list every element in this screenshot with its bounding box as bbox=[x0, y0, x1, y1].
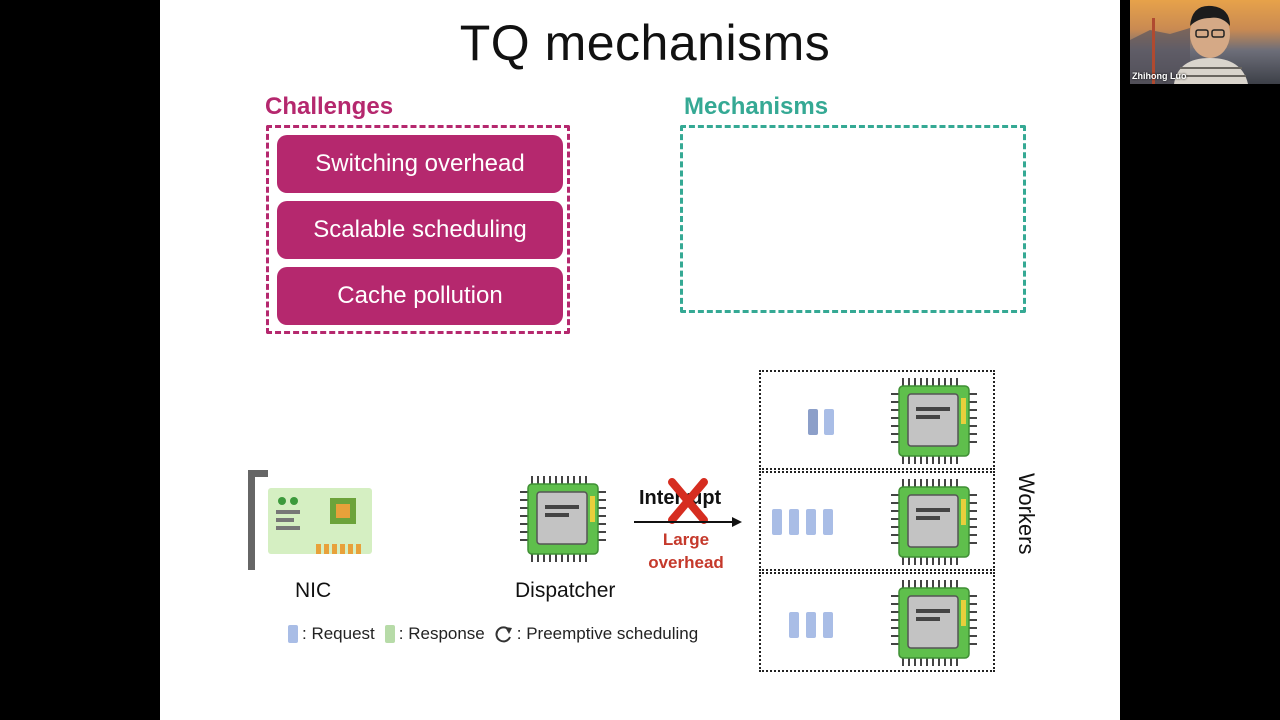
workers-group bbox=[759, 370, 995, 672]
refresh-icon bbox=[495, 626, 512, 643]
dispatcher-label: Dispatcher bbox=[515, 579, 616, 602]
response-swatch bbox=[384, 625, 395, 643]
worker-row bbox=[759, 471, 995, 571]
legend-preemptive: : Preemptive scheduling bbox=[516, 624, 699, 643]
worker-row bbox=[759, 370, 995, 470]
dispatcher-chip-icon bbox=[520, 476, 607, 563]
challenges-label: Challenges bbox=[265, 93, 394, 120]
participant-name: Zhihong Luo bbox=[1132, 71, 1187, 81]
participant-video[interactable]: Zhihong Luo bbox=[1130, 0, 1280, 84]
legend-response: : Response bbox=[398, 624, 485, 643]
interrupt-label: Interrupt bbox=[639, 487, 722, 509]
legend-request: : Request bbox=[302, 624, 375, 643]
workers-label: Workers bbox=[1014, 473, 1039, 555]
request-item bbox=[806, 612, 816, 638]
request-item bbox=[806, 509, 816, 535]
mechanisms-label: Mechanisms bbox=[684, 93, 829, 120]
participant-avatar bbox=[1130, 5, 1248, 84]
request-item bbox=[772, 509, 782, 535]
challenge-scalable-scheduling: Scalable scheduling bbox=[277, 201, 563, 259]
worker-chip-icon bbox=[891, 479, 978, 566]
cross-icon bbox=[668, 478, 708, 524]
request-item bbox=[823, 509, 833, 535]
request-item bbox=[824, 409, 834, 435]
mechanisms-box bbox=[680, 125, 1026, 313]
overhead-caption: Large overhead bbox=[630, 528, 742, 574]
dispatch-arrow-icon bbox=[634, 517, 742, 527]
nic-card-icon bbox=[248, 470, 372, 570]
challenge-switching-overhead: Switching overhead bbox=[277, 135, 563, 193]
challenge-cache-pollution: Cache pollution bbox=[277, 267, 563, 325]
challenges-box: Switching overhead Scalable scheduling C… bbox=[266, 125, 570, 334]
overhead-line-2: overhead bbox=[648, 553, 724, 572]
request-swatch bbox=[288, 625, 298, 643]
slide-title: TQ mechanisms bbox=[459, 15, 831, 71]
worker-row bbox=[759, 572, 995, 672]
slide: TQ mechanisms Challenges Switching overh… bbox=[160, 0, 1120, 720]
overhead-line-1: Large bbox=[662, 530, 710, 549]
nic-label: NIC bbox=[295, 579, 332, 602]
request-item bbox=[789, 612, 799, 638]
request-item bbox=[789, 509, 799, 535]
request-item bbox=[808, 409, 818, 435]
legend: : Request : Response : Preemptive schedu… bbox=[288, 624, 698, 644]
worker-chip-icon bbox=[891, 378, 978, 465]
worker-chip-icon bbox=[891, 580, 978, 667]
request-item bbox=[823, 612, 833, 638]
